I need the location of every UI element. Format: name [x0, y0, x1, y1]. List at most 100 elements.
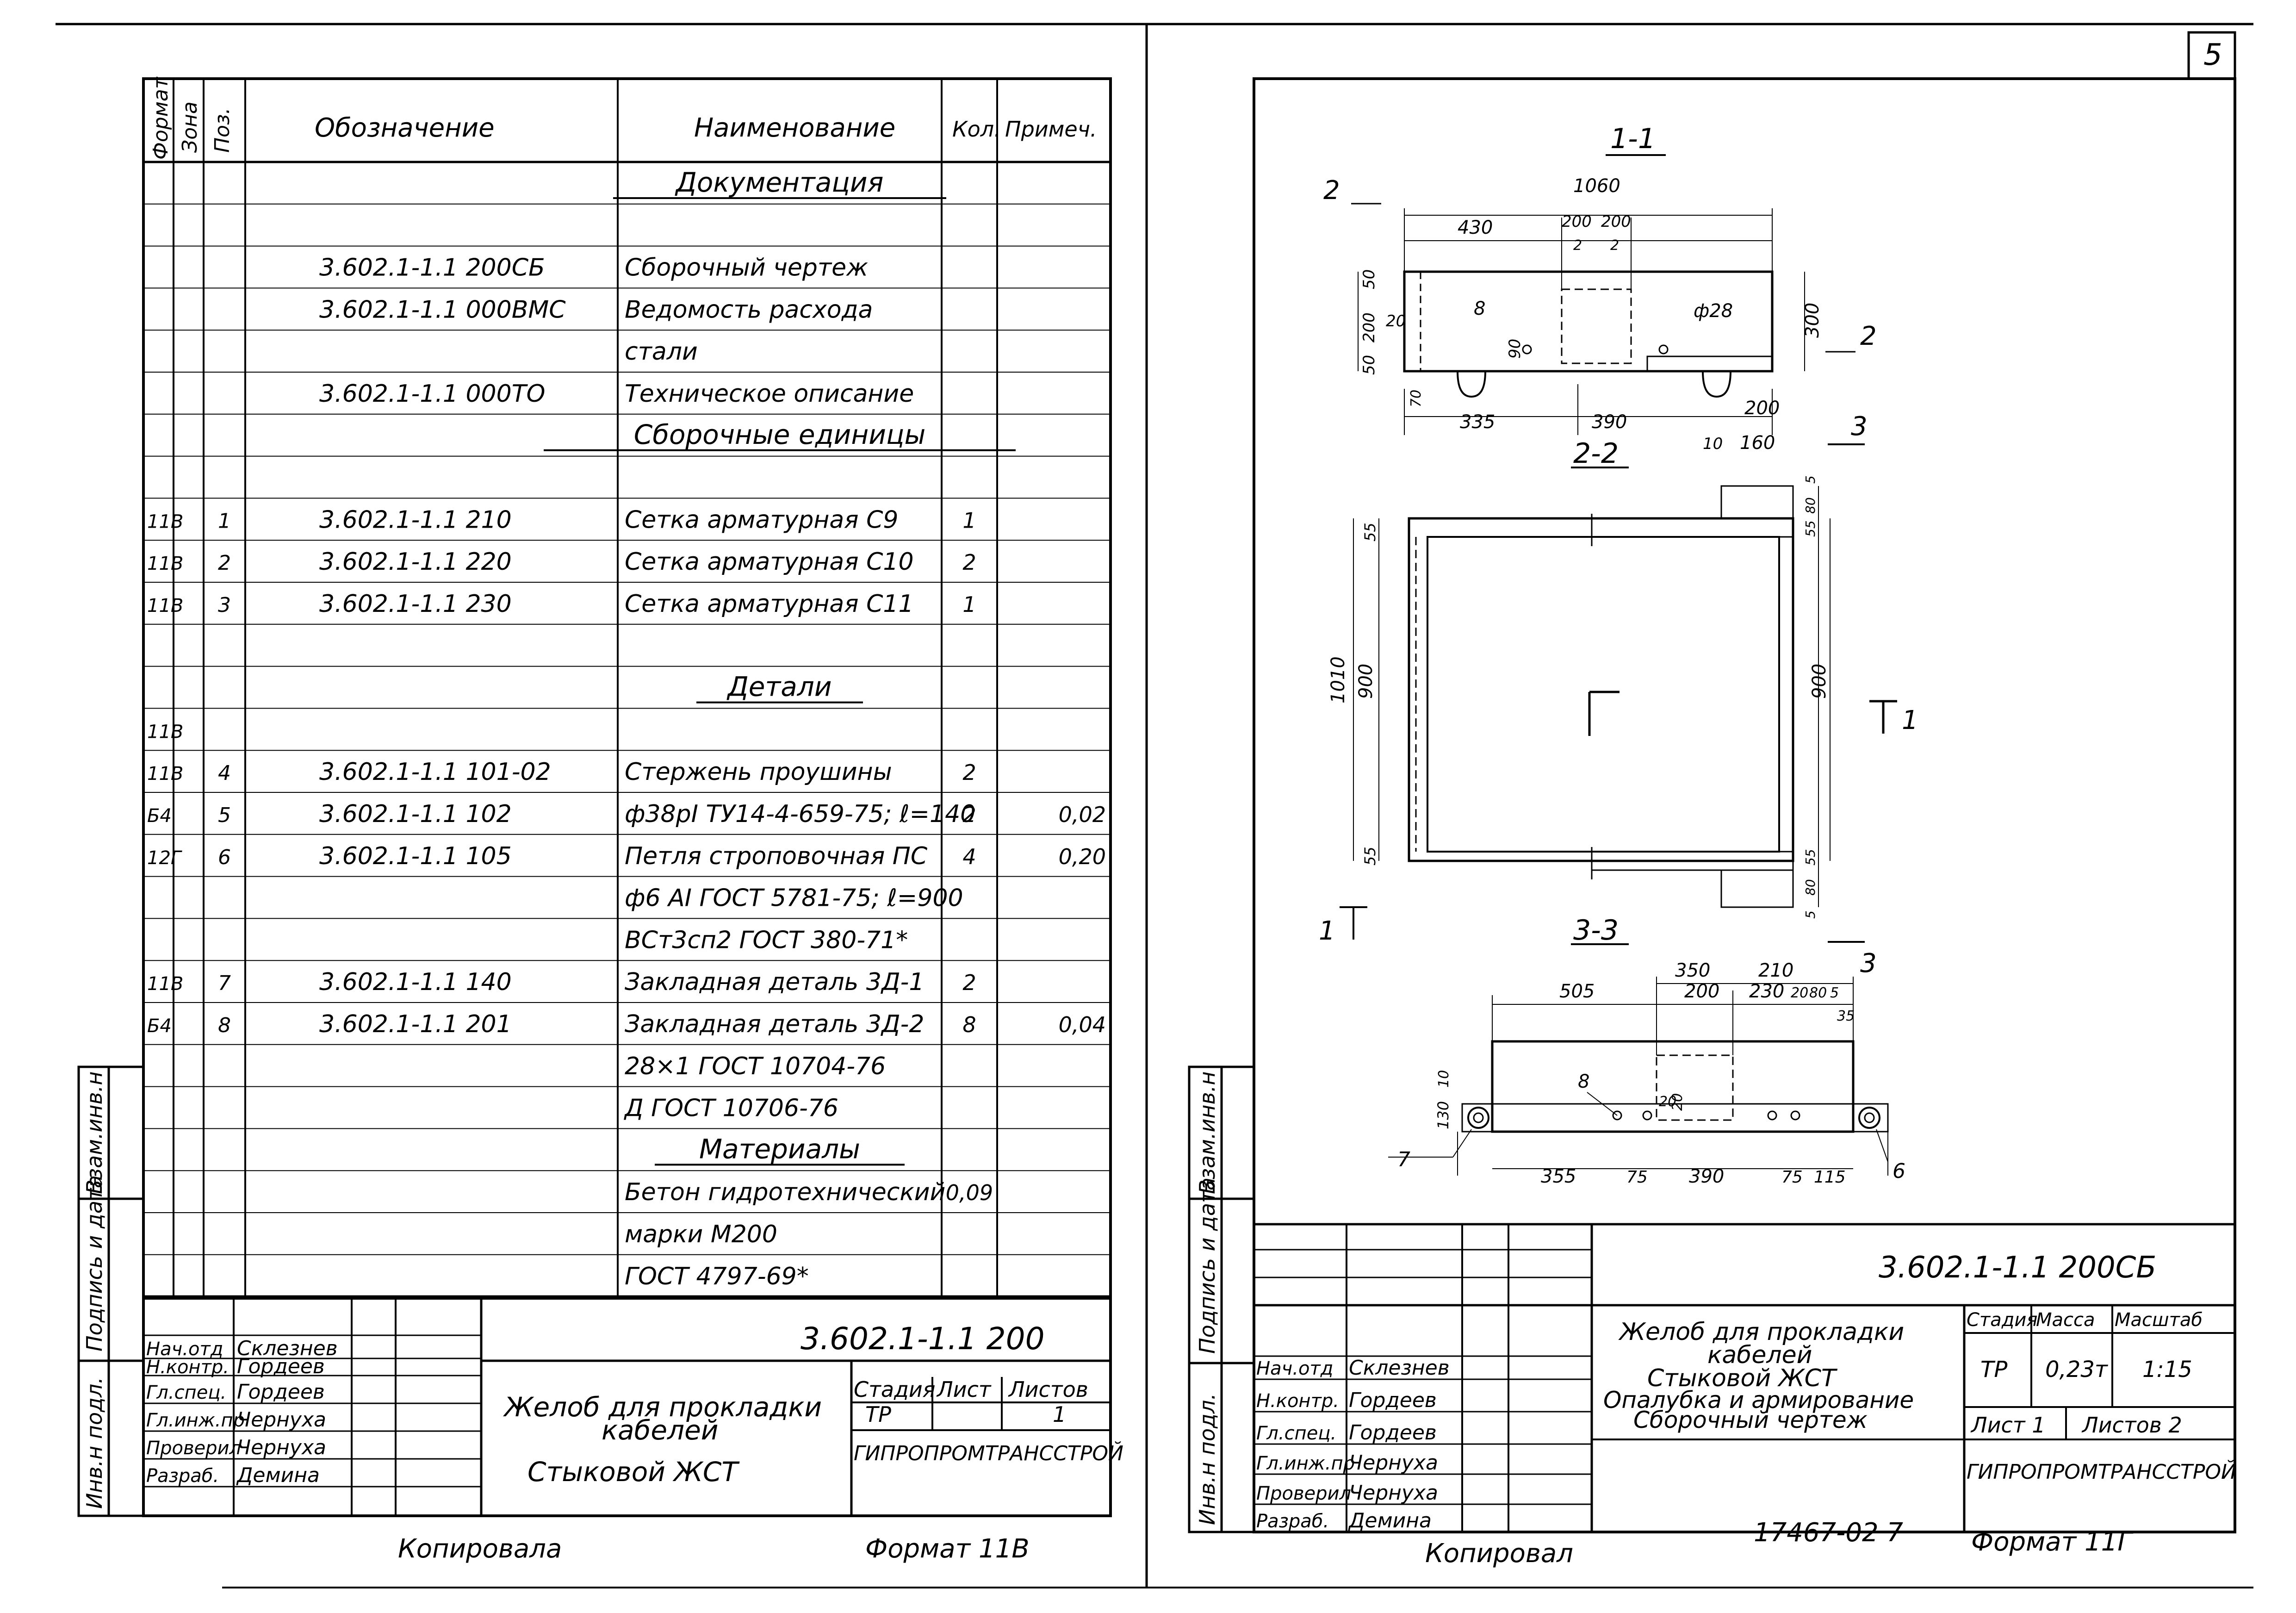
section-mark-3-top: 3 — [1851, 411, 1868, 442]
spec-cell-name: Техническое описание — [625, 380, 914, 408]
left-title-line2: кабелей — [602, 1414, 718, 1446]
spec-cell-name: Сетка арматурная С11 — [625, 590, 914, 618]
spec-cell-name: Закладная деталь 3Д-2 — [625, 1010, 924, 1038]
role-name: Гордеев — [1349, 1421, 1437, 1445]
left-side-sign: Подпись и дата — [82, 1175, 107, 1351]
spec-cell-qty: 1 — [962, 592, 976, 617]
spec-cell-format: 11В — [147, 511, 183, 532]
left-side-zam: Взам.инв.н — [82, 1071, 107, 1194]
role-label: Гл.спец. — [1256, 1423, 1336, 1444]
dim-2a: 2 — [1573, 237, 1582, 254]
right-title-line2: кабелей — [1707, 1341, 1812, 1369]
dim-55c: 55 — [1803, 520, 1818, 537]
dim-115: 115 — [1814, 1168, 1846, 1187]
spec-cell-qty: 8 — [962, 1012, 976, 1037]
right-mass-label: Масса — [2036, 1309, 2095, 1331]
left-stage-label: Стадия — [854, 1377, 935, 1402]
section-2-2-label: 2-2 — [1573, 437, 1619, 470]
spec-cell-qty: 2 — [962, 802, 976, 827]
dim-355: 355 — [1541, 1166, 1576, 1187]
dim-350: 350 — [1675, 960, 1710, 981]
dim-210: 210 — [1758, 960, 1793, 981]
spec-header: Формат Зона Поз. Обозначение Наименовани… — [149, 76, 1097, 160]
dim-200d: 200 — [1744, 398, 1780, 419]
section-mark-1-left: 1 — [1319, 916, 1335, 946]
section-1-1-label: 1-1 — [1610, 123, 1656, 155]
spec-cell-name: Сетка арматурная С9 — [625, 506, 899, 534]
spec-cell-name: Петля строповочная ПС — [625, 842, 928, 870]
dim-160: 160 — [1740, 432, 1775, 454]
left-sheets: 1 — [1053, 1402, 1066, 1427]
dim-20c: 20 — [1659, 1094, 1676, 1110]
sheet-number: 5 — [2203, 38, 2222, 72]
section-3-3-label: 3-3 — [1573, 914, 1619, 947]
spec-cell-name: Документация — [675, 167, 884, 198]
spec-cell-note: 0,02 — [1059, 802, 1106, 827]
dim-300: 300 — [1802, 303, 1823, 338]
spec-cell-qty: 2 — [962, 550, 976, 575]
role-label: Гл.инж.пр — [146, 1410, 245, 1431]
sheet-number-box — [2187, 31, 2236, 80]
dim-335: 335 — [1460, 411, 1495, 433]
right-title-block — [1254, 1223, 2235, 1532]
dim-f28: ф28 — [1694, 300, 1733, 322]
dim-2b: 2 — [1610, 237, 1619, 254]
dim-5c: 5 — [1830, 985, 1839, 1001]
dim-80b: 80 — [1803, 879, 1818, 896]
spec-cell-format: Б4 — [147, 1015, 172, 1037]
section-mark-2-right: 2 — [1860, 321, 1877, 351]
right-scale: 1:15 — [2142, 1357, 2192, 1383]
role-name: Гордеев — [237, 1380, 325, 1404]
spec-cell-qty: 1 — [962, 508, 976, 533]
spec-cell-name: ф6 АI ГОСТ 5781-75; ℓ=900 — [625, 884, 963, 912]
role-name: Чернуха — [1349, 1451, 1438, 1475]
spec-cell-name: Стержень проушины — [625, 758, 892, 786]
right-mass: 0,23т — [2045, 1357, 2109, 1383]
role-label: Проверил — [1256, 1483, 1351, 1504]
dim-80c: 80 — [1809, 985, 1827, 1001]
header-zone: Зона — [178, 101, 202, 153]
dim-200c: 200 — [1360, 312, 1378, 343]
dim-10a: 10 — [1703, 435, 1723, 453]
right-format: Формат 11Г — [1971, 1527, 2134, 1557]
spec-cell-designation: 3.602.1-1.1 102 — [319, 800, 512, 828]
right-side-sign: Подпись и дата — [1195, 1177, 1220, 1354]
right-title-line1: Желоб для прокладки — [1618, 1318, 1904, 1346]
role-name: Демина — [236, 1464, 320, 1487]
header-pos: Поз. — [211, 108, 234, 153]
spec-cell-name: ГОСТ 4797-69* — [625, 1263, 809, 1290]
role-name: Гордеев — [1349, 1389, 1437, 1412]
spec-cell-qty: 0,09 — [946, 1180, 993, 1205]
spec-cell-note: 0,04 — [1059, 1012, 1106, 1037]
right-frame — [1253, 77, 2236, 1533]
dim-505: 505 — [1559, 981, 1595, 1002]
dim-35: 35 — [1837, 1008, 1855, 1024]
dim-1060: 1060 — [1573, 175, 1620, 197]
role-label: Нач.отд — [1256, 1358, 1333, 1379]
header-format: Формат — [149, 76, 173, 160]
spec-cell-name: ВСт3сп2 ГОСТ 380-71* — [625, 926, 908, 954]
role-name: Чернуха — [1349, 1481, 1438, 1505]
spec-cell-designation: 3.602.1-1.1 140 — [319, 968, 512, 996]
spec-cell-format: Б4 — [147, 805, 172, 827]
dim-55a: 55 — [1361, 523, 1379, 542]
spec-cell-designation: 3.602.1-1.1 210 — [319, 506, 512, 534]
spec-cell-name: Сборочные единицы — [634, 419, 926, 450]
dim-75b: 75 — [1781, 1168, 1803, 1187]
spec-cell-designation: 3.602.1-1.1 230 — [319, 590, 512, 618]
spec-cell-qty: 4 — [962, 844, 976, 869]
spec-cell-name: 28×1 ГОСТ 10704-76 — [625, 1052, 886, 1080]
right-scale-label: Масштаб — [2115, 1309, 2203, 1331]
dim-20b: 20 — [1791, 985, 1808, 1001]
left-sheets-label: Листов — [1008, 1377, 1088, 1402]
left-doc-code: 3.602.1-1.1 200 — [800, 1321, 1045, 1357]
right-title-line3: Стыковой ЖСТ — [1647, 1364, 1838, 1392]
right-side-zam: Взам.инв.н — [1195, 1071, 1220, 1194]
right-side-inv: Инв.н подл. — [1195, 1393, 1220, 1525]
spec-cell-pos: 8 — [218, 1014, 231, 1037]
left-org: ГИПРОПРОМТРАНССТРОЙ — [854, 1441, 1123, 1465]
spec-cell-designation: 3.602.1-1.1 000ВМС — [319, 296, 566, 324]
